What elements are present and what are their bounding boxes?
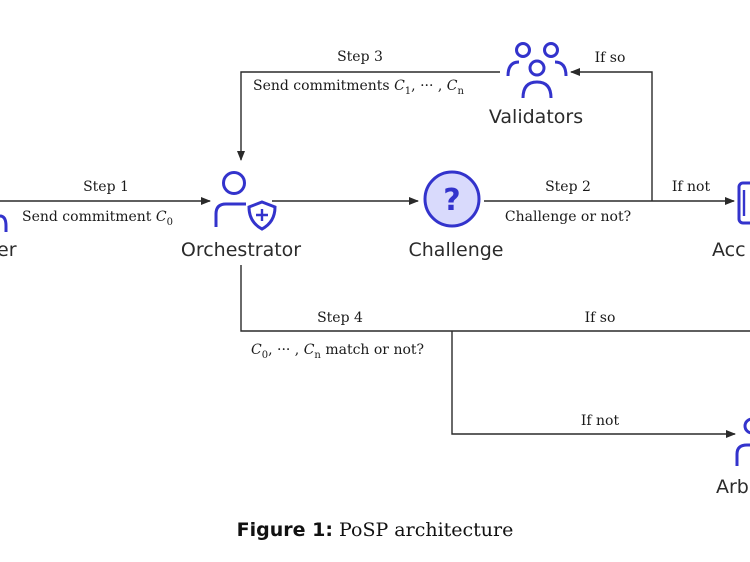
orchestrator-node: Orchestrator bbox=[181, 171, 301, 261]
step3-formula: Send commitments C1, ··· , Cn bbox=[253, 78, 465, 97]
challenge-label: Challenge bbox=[409, 239, 504, 261]
step2-label: Step 2 bbox=[545, 179, 591, 195]
step1-formula: Send commitment C0 bbox=[22, 209, 173, 228]
step4-formula-text: match or not? bbox=[321, 342, 424, 358]
step4-formula-mid: , ··· , bbox=[268, 342, 304, 358]
edge-step4-if-not-arrow bbox=[451, 331, 736, 438]
step4-formula-sub2: n bbox=[314, 350, 321, 361]
step4-if-not-label: If not bbox=[581, 413, 620, 429]
figure-caption: Figure 1: PoSP architecture bbox=[0, 519, 750, 541]
step1-formula-sub: 0 bbox=[167, 217, 173, 228]
arbitrator-label: Arb bbox=[716, 476, 749, 498]
edge-if-so-to-validators-arrow bbox=[570, 68, 653, 201]
step4-formula-math2: C bbox=[304, 342, 315, 358]
accept-node: Acc bbox=[712, 181, 750, 261]
step2-question: Challenge or not? bbox=[505, 209, 631, 225]
step4-label: Step 4 bbox=[317, 310, 363, 326]
svg-text:?: ? bbox=[443, 183, 460, 218]
step3-formula-sub2: n bbox=[458, 86, 465, 97]
user-label: er bbox=[0, 239, 17, 261]
question-circle-icon: ? bbox=[423, 170, 481, 228]
caption-text: PoSP architecture bbox=[338, 519, 514, 541]
user-icon bbox=[0, 214, 8, 232]
user-shield-icon bbox=[214, 171, 277, 231]
validators-node: Validators bbox=[489, 42, 583, 128]
step1-formula-math: C bbox=[156, 209, 167, 225]
step3-formula-math2: C bbox=[447, 78, 458, 94]
step4-if-so-label: If so bbox=[585, 310, 616, 326]
step2-if-so-label: If so bbox=[595, 50, 626, 66]
step4-formula-sub1: 0 bbox=[262, 350, 268, 361]
arbitrator-user-icon bbox=[735, 417, 750, 466]
arbitrator-node: Arb bbox=[716, 417, 750, 498]
edge-step4-line bbox=[240, 265, 750, 332]
users-group-icon bbox=[506, 42, 568, 99]
phone-icon bbox=[737, 181, 750, 225]
step4-formula: C0, ··· , Cn match or not? bbox=[251, 342, 424, 361]
step1-label: Step 1 bbox=[83, 179, 129, 195]
caption-label: Figure 1: bbox=[236, 519, 333, 541]
step3-formula-math1: C bbox=[394, 78, 405, 94]
step4-formula-math1: C bbox=[251, 342, 262, 358]
orchestrator-label: Orchestrator bbox=[181, 239, 301, 261]
step3-formula-sub1: 1 bbox=[405, 86, 411, 97]
step1-formula-text: Send commitment bbox=[22, 209, 156, 225]
step3-formula-text: Send commitments bbox=[253, 78, 394, 94]
step3-formula-mid: , ··· , bbox=[411, 78, 447, 94]
challenge-node: ? Challenge bbox=[409, 170, 504, 261]
validators-label: Validators bbox=[489, 106, 583, 128]
user-node: er bbox=[0, 214, 17, 261]
edge-step3-arrow bbox=[237, 71, 500, 161]
accept-label: Acc bbox=[712, 239, 746, 261]
step2-if-not-label: If not bbox=[672, 179, 711, 195]
step3-label: Step 3 bbox=[337, 49, 383, 65]
